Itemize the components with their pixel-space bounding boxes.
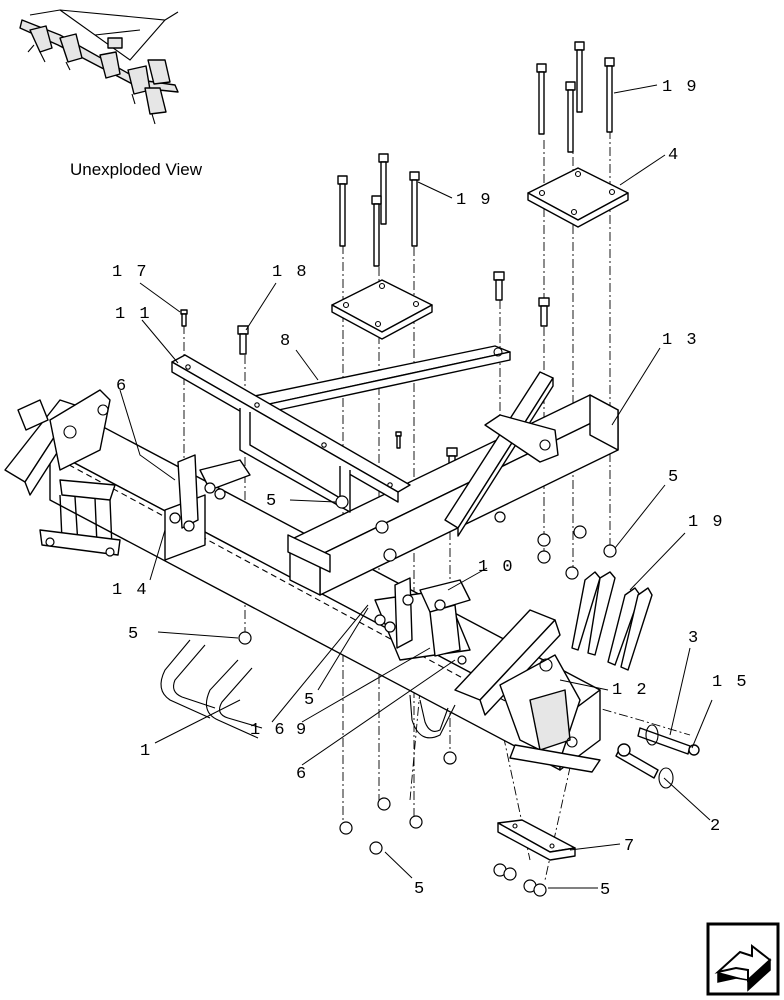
bracket-part-10 xyxy=(374,577,471,665)
next-page-arrow-icon[interactable] xyxy=(706,922,780,996)
callout-8: 8 xyxy=(280,332,292,351)
callout-10: 1 0 xyxy=(478,558,515,577)
callout-19: 1 9 xyxy=(456,191,493,210)
u-bolts-part-1 xyxy=(160,639,456,739)
callout-5: 5 xyxy=(414,880,426,899)
pin-part-2 xyxy=(615,743,674,789)
callout-12: 1 2 xyxy=(612,681,649,700)
callout-1: 1 xyxy=(140,742,152,761)
left-hitch xyxy=(4,389,121,557)
spacer-block xyxy=(287,534,331,573)
callout-5: 5 xyxy=(304,691,316,710)
callout-6: 6 xyxy=(116,377,128,396)
callout-5: 5 xyxy=(600,881,612,900)
bolt-group-left xyxy=(337,153,420,267)
link-bar-part-8 xyxy=(244,345,511,415)
callout-5: 5 xyxy=(128,625,140,644)
pin-part-15 xyxy=(637,724,700,756)
nuts-part-5 xyxy=(238,495,617,897)
callout-19: 1 9 xyxy=(662,78,699,97)
callout-5: 5 xyxy=(266,492,278,511)
unexploded-view-caption: Unexploded View xyxy=(70,160,203,179)
bracket-part-11 xyxy=(171,354,411,513)
bracket-part-6-left xyxy=(164,454,251,561)
plate-center xyxy=(331,279,433,340)
callout-3: 3 xyxy=(688,629,700,648)
right-hitch-part-12 xyxy=(454,609,601,773)
plate-part-7 xyxy=(497,819,576,861)
callout-2: 2 xyxy=(710,817,722,836)
callout-labels: 1 9 4 1 9 1 7 1 8 1 1 8 1 3 6 5 5 1 9 1 … xyxy=(112,78,749,900)
callout-4: 4 xyxy=(668,146,680,165)
callout-17: 1 7 xyxy=(112,263,149,282)
callout-9: 9 xyxy=(296,721,308,740)
bolt-group-right xyxy=(536,41,615,153)
callout-14: 1 4 xyxy=(112,581,149,600)
callout-13: 1 3 xyxy=(662,331,699,350)
callout-15: 1 5 xyxy=(712,673,749,692)
callout-11: 1 1 xyxy=(115,305,152,324)
callout-18: 1 8 xyxy=(272,263,309,282)
leader-lines xyxy=(119,84,713,889)
bolt-group-lower-right xyxy=(571,571,653,671)
callout-7: 7 xyxy=(624,837,636,856)
callout-16: 1 6 xyxy=(250,721,287,740)
callout-5: 5 xyxy=(668,468,680,487)
unexploded-thumbnail xyxy=(19,9,179,125)
callout-19: 1 9 xyxy=(688,513,725,532)
diagonal-brace xyxy=(444,371,559,537)
plate-part-4 xyxy=(527,167,629,228)
callout-6: 6 xyxy=(296,765,308,784)
